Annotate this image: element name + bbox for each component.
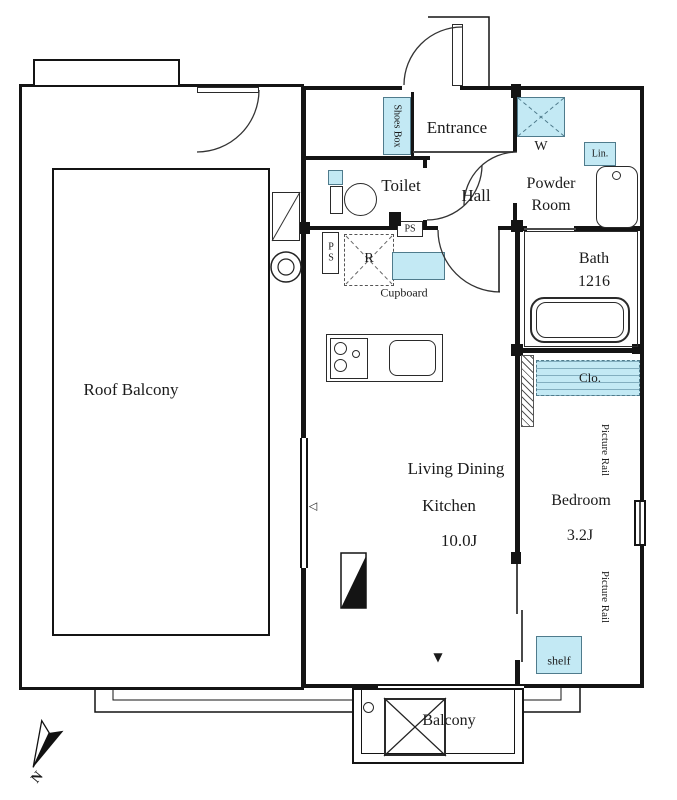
outdoor-unit [272,192,300,241]
entrance-step-line [413,151,513,153]
entrance-wall-gap [402,84,460,92]
label-ldk-size: 10.0J [440,531,478,550]
window-bedroom-right-mullion [639,502,641,544]
label-picture-rail-upper: Picture Rail [599,423,611,477]
label-powder-room-2: Room [531,197,571,214]
wall-kitchen-top-left [302,226,438,230]
label-cupboard: Cupboard [380,285,428,300]
label-toilet: Toilet [381,176,421,195]
label-pipe-space-left: PS [328,241,334,263]
stove-burner [334,342,347,355]
balcony-drain [363,702,374,713]
label-shelf: shelf [547,653,571,668]
label-picture-rail-lower: Picture Rail [599,570,611,624]
stairwell-block [33,59,180,87]
label-bedroom: Bedroom [551,492,611,509]
label-bedroom-size: 3.2J [566,527,594,544]
entrance-door-panel [452,24,463,86]
window-ldk-left [300,438,308,568]
balcony-door-marker-icon: ▼ [433,650,443,664]
duct-box [389,212,401,226]
label-bath: Bath [578,250,610,267]
wall-powder-bath-right [574,226,644,231]
wall-center-vertical-lower [515,660,520,688]
column [511,84,521,98]
column [632,344,644,354]
stove-burner [334,359,347,372]
wall-toilet-hall-upper [423,156,427,168]
bath-sliding-door [524,228,576,230]
wall-bath-bedroom [515,348,644,353]
label-powder-room-1: Powder [526,175,576,192]
closet-side-hatch [521,355,534,427]
column [511,220,523,232]
compass-needle-dark [33,730,64,768]
vanity-faucet [612,171,621,180]
label-pipe-space-top: PS [404,223,416,235]
toilet-cistern [328,170,343,185]
column [511,344,523,356]
wall-hall-powder-upper [513,86,517,152]
label-closet: Clo. [578,370,602,385]
column [298,222,310,234]
wall-hall-powder-lower [513,203,517,230]
label-balcony: Balcony [422,712,476,729]
roof-balcony-inner-rail [52,168,270,636]
toilet-tank [330,186,343,214]
wall-center-vertical [515,226,520,562]
roof-balcony-door-panel [197,87,259,93]
wall-shoesbox-side [411,86,414,158]
pipe-space-top [397,221,423,237]
base-step-right-inner [524,688,562,701]
base-step-left-outer [94,688,352,713]
kitchen-sink [389,340,436,376]
toilet-bowl [344,183,377,216]
washing-machine-pan [517,97,565,137]
label-roof-balcony: Roof Balcony [83,380,179,399]
bathtub-inner [536,302,624,338]
label-hall: Hall [461,186,491,205]
compass-needle-light [32,718,50,768]
closet [536,360,640,396]
bedroom-sliding-door-b [521,610,523,662]
shelf-box [536,636,582,674]
label-shoes-box: Shoes Box [391,104,403,148]
bath-unit-outline [524,231,638,347]
stove-burner [352,350,360,358]
label-entrance: Entrance [426,118,488,137]
bedroom-sliding-door-a [516,562,518,614]
north-compass [32,718,64,768]
wall-entrance-toilet [302,156,430,160]
label-bath-size: 1216 [578,273,610,290]
cupboard [392,252,445,280]
label-refrigerator: R [364,251,374,266]
linen-shelf [584,142,616,166]
label-linen: Lin. [591,148,609,160]
label-ldk-2: Kitchen [422,496,476,515]
label-ldk-1: Living Dining [407,459,505,478]
base-step-right-outer [524,688,581,713]
wall-kitchen-top-right [498,226,518,230]
wall-toilet-hall-lower [423,220,427,230]
pipe-space-left [322,232,339,274]
label-washer: W [534,139,548,154]
column [511,552,521,564]
shoes-box [383,97,411,155]
label-north: N [28,768,47,787]
window-marker-icon: ◁ [308,499,318,513]
